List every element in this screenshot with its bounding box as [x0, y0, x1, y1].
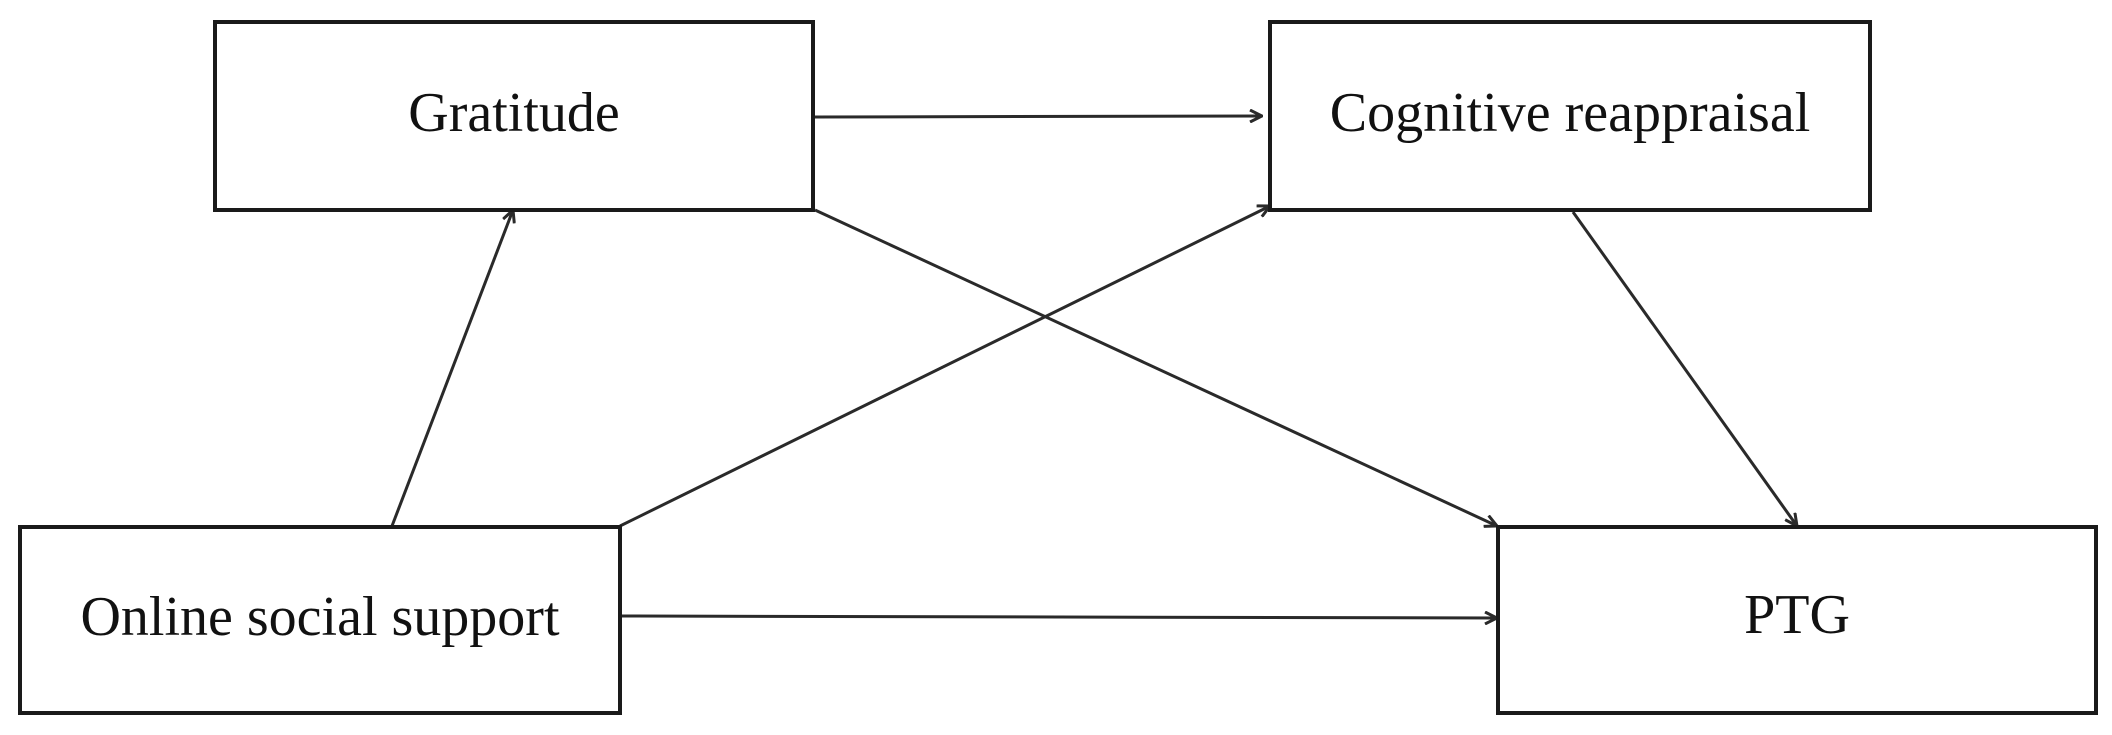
edge-gratitude-to-cognitive-reappraisal [814, 116, 1262, 117]
edge-online-social-support-to-ptg [621, 616, 1497, 618]
node-cognitive-reappraisal: Cognitive reappraisal [1268, 20, 1872, 212]
edge-cognitive-reappraisal-to-ptg [1571, 211, 1797, 526]
node-online-social-support: Online social support [18, 525, 622, 715]
edge-online-social-support-to-cognitive-reappraisal [619, 206, 1270, 528]
node-ptg-label: PTG [1744, 584, 1850, 646]
node-gratitude: Gratitude [213, 20, 815, 212]
edge-online-social-support-to-gratitude [390, 210, 513, 527]
node-online-social-support-label: Online social support [80, 586, 559, 648]
edge-gratitude-to-ptg [814, 208, 1497, 526]
node-ptg: PTG [1496, 525, 2098, 715]
node-cognitive-reappraisal-label: Cognitive reappraisal [1330, 82, 1811, 144]
node-gratitude-label: Gratitude [408, 82, 619, 144]
